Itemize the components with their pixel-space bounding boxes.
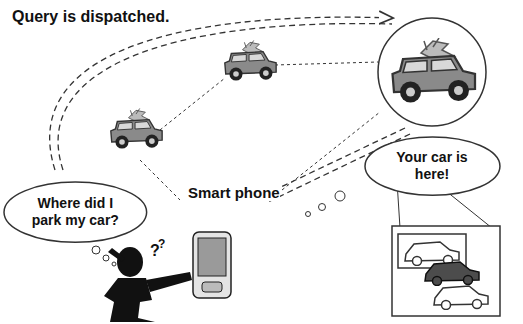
svg-text:?: ? [158,237,165,251]
heading-label: Query is dispatched. [12,8,169,26]
device-label: Smart phone [188,184,280,201]
thought-bubble: Your car is here! [364,136,501,196]
bubble-text: Where did I park my car? [29,195,121,229]
thought-bubble: Where did I park my car? [3,181,148,243]
bubble-text: Your car is here! [388,149,476,183]
